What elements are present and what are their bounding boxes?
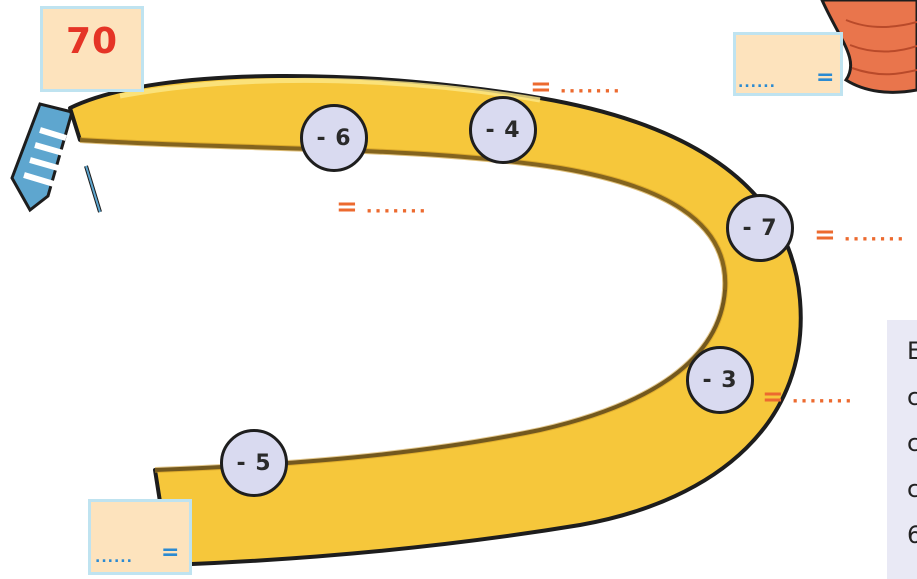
- step-label: - 3: [702, 367, 738, 393]
- step-circle-minus-6: - 6: [300, 104, 368, 172]
- instruction-line: E: [907, 337, 917, 365]
- instruction-line: c: [907, 429, 917, 457]
- instruction-line: 6: [907, 521, 917, 549]
- instruction-panel: E c c c 6: [887, 320, 917, 579]
- result-equals: =: [762, 382, 784, 412]
- step-circle-minus-5: - 5: [220, 429, 288, 497]
- answer-box-equals: =: [816, 65, 835, 90]
- result-dots: .......: [843, 224, 906, 246]
- result-dots: .......: [365, 196, 428, 218]
- step-label: - 4: [485, 117, 521, 143]
- start-value-box: 70: [40, 6, 144, 92]
- step-circle-minus-4: - 4: [469, 96, 537, 164]
- answer-box-dots: ......: [95, 550, 133, 566]
- result-blank-1[interactable]: =.......: [530, 72, 622, 102]
- step-label: - 6: [316, 125, 352, 151]
- answer-box-dots: ......: [738, 75, 776, 91]
- step-label: - 5: [236, 450, 272, 476]
- result-blank-4[interactable]: =.......: [762, 382, 854, 412]
- answer-box-bottom[interactable]: ...... =: [88, 499, 192, 575]
- instruction-line: c: [907, 475, 917, 503]
- step-circle-minus-3: - 3: [686, 346, 754, 414]
- result-equals: =: [336, 192, 358, 222]
- step-circle-minus-7: - 7: [726, 194, 794, 262]
- result-dots: .......: [559, 76, 622, 98]
- step-label: - 7: [742, 215, 778, 241]
- result-dots: .......: [791, 386, 854, 408]
- result-blank-3[interactable]: =.......: [814, 220, 906, 250]
- slide-track: [68, 74, 803, 567]
- ladder-illustration: [10, 102, 102, 213]
- result-equals: =: [530, 72, 552, 102]
- instruction-line: c: [907, 383, 917, 411]
- answer-box-equals: =: [161, 540, 180, 565]
- result-blank-2[interactable]: =.......: [336, 192, 428, 222]
- start-value: 70: [65, 21, 119, 62]
- answer-box-top[interactable]: ...... =: [733, 32, 843, 96]
- result-equals: =: [814, 220, 836, 250]
